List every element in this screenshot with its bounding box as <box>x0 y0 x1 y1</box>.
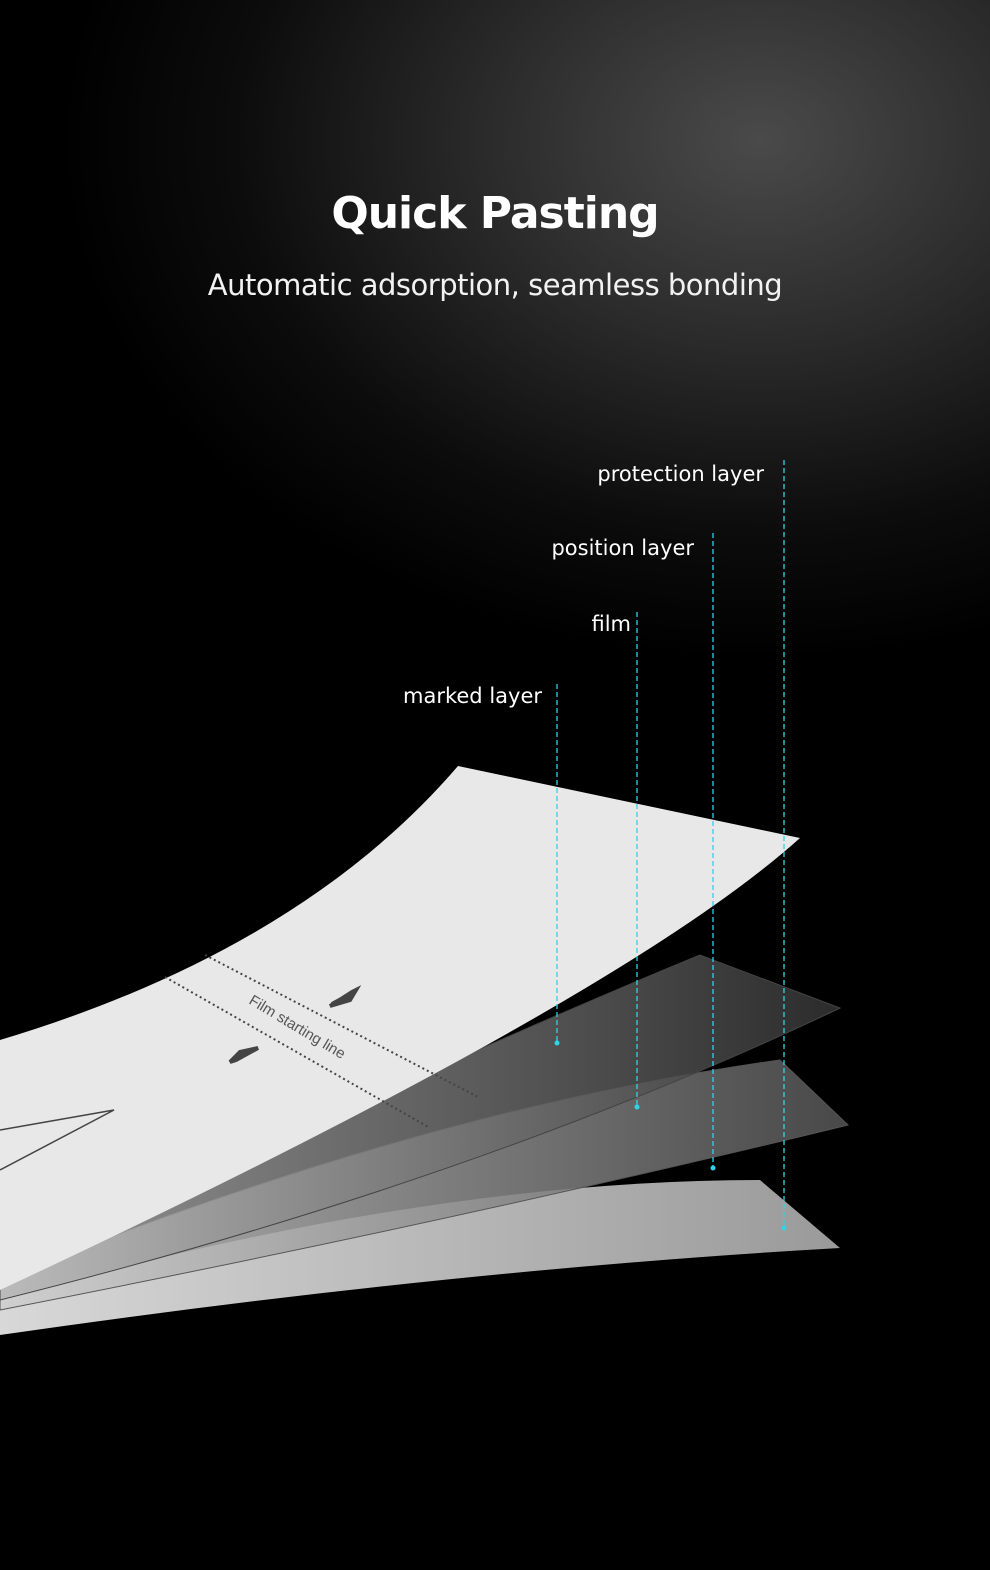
triangle-mark-icon <box>0 1109 115 1171</box>
page-title: Quick Pasting <box>331 188 659 239</box>
page-subtitle: Automatic adsorption, seamless bonding <box>207 268 783 302</box>
marked-layer-sheet <box>0 766 800 1290</box>
label-film: film <box>591 612 631 636</box>
protection-layer-sheet <box>0 1180 840 1335</box>
arrow-up-icon <box>328 985 362 1008</box>
label-marked-layer: marked layer <box>403 684 542 708</box>
label-position-layer: position layer <box>551 536 694 560</box>
leader-lines <box>554 460 787 1231</box>
label-protection-layer: protection layer <box>597 462 764 486</box>
arrow-down-icon <box>228 1046 259 1064</box>
